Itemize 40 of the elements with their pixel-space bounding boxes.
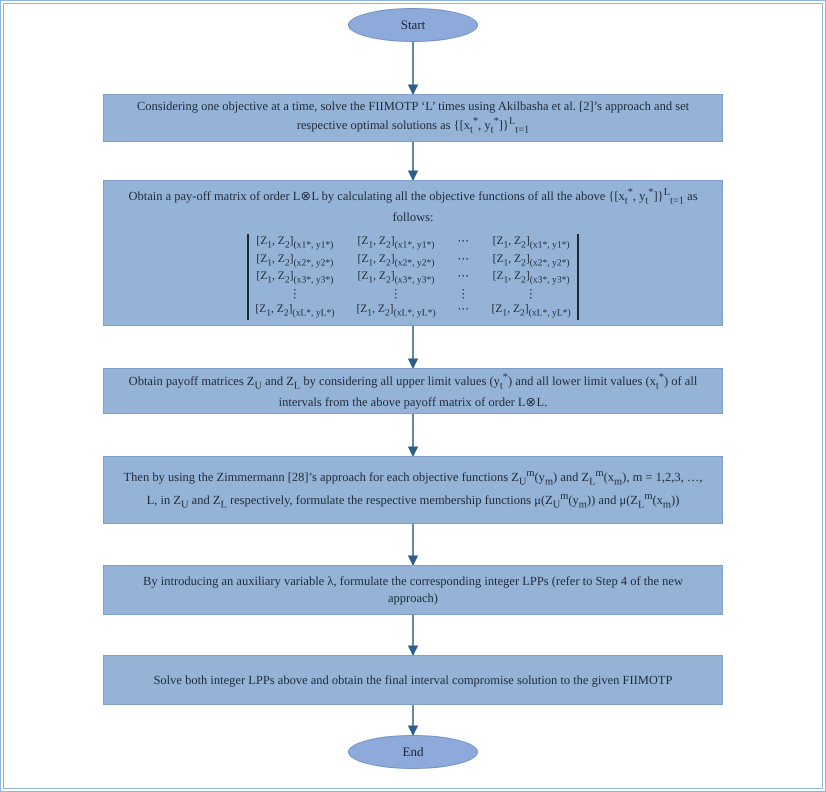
step-text: Obtain a pay-off matrix of order L⊗L by calculating all the objective functions of all the above {[x$_{t}$$^{*}$, y$_{t}$$^{*}$]}$^{L}$$_{t=1}$ as follows: — [127, 186, 699, 226]
matrix-entry: ⋮ — [524, 287, 538, 302]
process-box — [103, 655, 723, 705]
process-box — [103, 565, 723, 615]
step-text: Solve both integer LPPs above and obtain the final interval compromise solution to the given FIIMOTP — [153, 672, 673, 688]
step-text: Then by using the Zimmermann [28]’s approach for each objective functions Z$_{U}$$^{m}$(y$_{m}$) and Z$_{L}$$^{m}$(x$_{m}$), m = 1,2,3, …, L, in Z$_{U}$ and Z$_{L}$ respectively, formulate the respective membership functions μ(Z$_{U}$$^{m}$(y$_{m}$)) and μ(Z$_{L}$$^{m}$(x$_{m}$)) — [122, 467, 704, 513]
step-text: By introducing an auxiliary variable λ, formulate the corresponding integer LPPs (refer to Step 4 of the new approach) — [142, 573, 684, 607]
step-text: Obtain payoff matrices Z$_{U}$ and Z$_{L}$ by considering all upper limit values (y$_{t}$$^{*}$) and all lower limit values (x$_{t}$$^{*}$) of all intervals from the above payoff matrix of order L⊗L. — [128, 371, 698, 411]
matrix-entry: ⋯ — [458, 252, 470, 267]
terminal-label: Start — [400, 17, 426, 33]
arrow — [408, 142, 418, 182]
matrix-entry: [Z$_{1}$, Z$_{2}$]$_{(xL*, yL*)}$ — [255, 302, 334, 320]
matrix-entry: ⋯ — [458, 269, 470, 284]
arrow — [408, 524, 418, 566]
matrix-entry: [Z$_{1}$, Z$_{2}$]$_{(x2*, y2*)}$ — [356, 252, 436, 270]
process-box — [103, 180, 723, 326]
arrow — [408, 705, 418, 736]
matrix-entry: [Z$_{1}$, Z$_{2}$]$_{(x2*, y2*)}$ — [255, 252, 334, 270]
arrow — [408, 414, 418, 458]
matrix-entry: [Z$_{1}$, Z$_{2}$]$_{(x3*, y3*)}$ — [255, 269, 334, 288]
matrix-entry: [Z$_{1}$, Z$_{2}$]$_{(x1*, y1*)}$ — [356, 234, 436, 252]
process-box — [103, 94, 723, 142]
matrix-entry: ⋯ — [458, 234, 470, 249]
matrix-entry: [Z$_{1}$, Z$_{2}$]$_{(x3*, y3*)}$ — [356, 269, 436, 288]
matrix-entry: [Z$_{1}$, Z$_{2}$]$_{(x1*, y1*)}$ — [255, 234, 334, 252]
matrix-entry: [Z$_{1}$, Z$_{2}$]$_{(x3*, y3*)}$ — [492, 269, 571, 288]
matrix-entry: [Z$_{1}$, Z$_{2}$]$_{(xL*, yL*)}$ — [356, 302, 436, 320]
terminal-label: End — [402, 744, 424, 760]
matrix-entry: [Z$_{1}$, Z$_{2}$]$_{(x2*, y2*)}$ — [492, 252, 571, 270]
matrix-entry: ⋮ — [288, 287, 302, 302]
matrix-entry: ⋮ — [458, 287, 470, 302]
matrix-entry: ⋯ — [458, 302, 470, 317]
arrow — [408, 42, 418, 96]
arrow — [408, 326, 418, 370]
matrix-entry: ⋮ — [388, 287, 403, 302]
arrow — [408, 615, 418, 656]
process-box — [103, 456, 723, 524]
matrix-entry: [Z$_{1}$, Z$_{2}$]$_{(xL*, yL*)}$ — [492, 302, 571, 320]
process-box — [103, 368, 723, 414]
matrix-entry: [Z$_{1}$, Z$_{2}$]$_{(x1*, y1*)}$ — [492, 234, 571, 252]
